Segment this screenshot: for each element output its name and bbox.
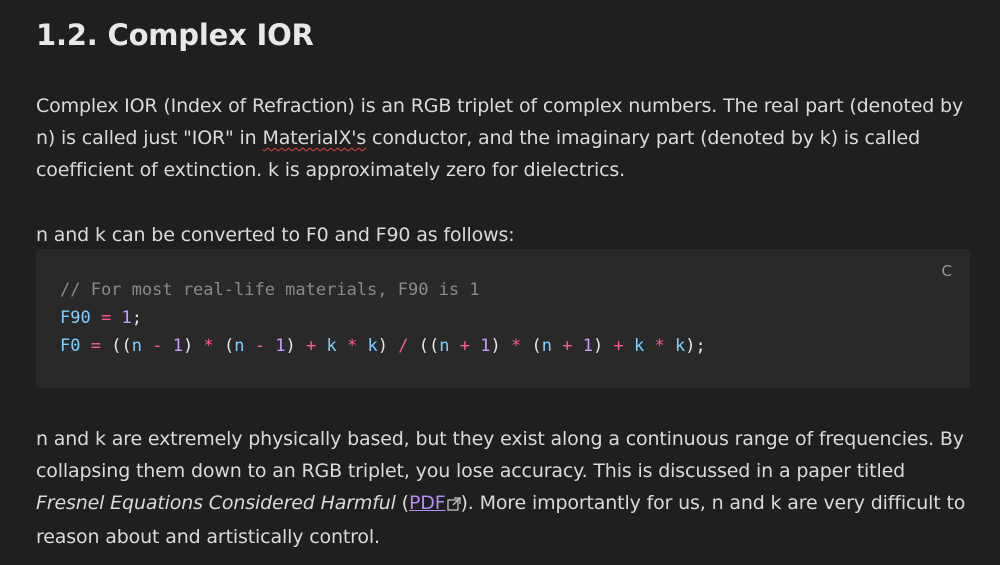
- code-block: C // For most real-life materials, F90 i…: [36, 249, 970, 388]
- code-token-k: k: [367, 336, 378, 356]
- external-link-icon[interactable]: [446, 489, 461, 521]
- code-token-paren: ): [592, 336, 604, 356]
- paragraph-intro-text-1: Complex IOR (Index of Refraction) is an …: [36, 95, 964, 149]
- code-token-times: *: [203, 336, 214, 356]
- code-token-f90: F90: [60, 308, 91, 328]
- code-content: // For most real-life materials, F90 is …: [60, 276, 706, 360]
- code-token-num: 1: [172, 336, 183, 356]
- code-token-paren: ): [182, 336, 194, 356]
- paper-title: Fresnel Equations Considered Harmful: [36, 492, 396, 514]
- code-token-paren: ): [377, 336, 388, 356]
- code-token-eq: =: [90, 336, 101, 356]
- code-comment: // For most real-life materials, F90 is …: [60, 280, 480, 300]
- code-token-n: n: [439, 336, 450, 356]
- code-token-k: k: [633, 336, 645, 356]
- code-token-eq: =: [100, 308, 112, 328]
- code-token-paren: ): [490, 336, 501, 356]
- code-token-plus: +: [562, 336, 573, 356]
- code-token-num: 1: [275, 336, 286, 356]
- paragraph-accuracy-text-2: ). More importantly for us, n and k are …: [36, 492, 966, 548]
- code-token-minus: -: [152, 336, 163, 356]
- paragraph-accuracy-text-1: n and k are extremely physically based, …: [36, 428, 964, 482]
- code-token-minus: -: [254, 336, 265, 356]
- code-token-paren: ((: [111, 336, 132, 356]
- code-token-n: n: [131, 336, 142, 356]
- pdf-link[interactable]: PDF: [408, 492, 446, 514]
- code-token-times: *: [510, 336, 522, 356]
- code-token-div: /: [398, 336, 409, 356]
- code-token-paren: (: [223, 336, 235, 356]
- code-token-close-semi: );: [685, 336, 706, 356]
- paragraph-accuracy: n and k are extremely physically based, …: [36, 423, 971, 553]
- code-token-n: n: [541, 336, 552, 356]
- code-token-paren: ): [285, 336, 296, 356]
- code-token-num: 1: [480, 336, 491, 356]
- misspelled-word: MaterialX's: [262, 127, 367, 149]
- code-token-f0: F0: [60, 336, 81, 356]
- code-token-plus: +: [459, 336, 470, 356]
- code-token-num: 1: [121, 308, 132, 328]
- code-token-k: k: [326, 336, 337, 356]
- copy-code-button[interactable]: C: [941, 262, 952, 280]
- code-token-times: *: [346, 336, 358, 356]
- code-token-plus: +: [613, 336, 624, 356]
- code-token-num: 1: [582, 336, 593, 356]
- code-token-times: *: [654, 336, 665, 356]
- paragraph-conversion: n and k can be converted to F0 and F90 a…: [36, 224, 515, 246]
- code-token-k: k: [674, 336, 686, 356]
- paragraph-intro: Complex IOR (Index of Refraction) is an …: [36, 90, 971, 186]
- code-token-semi: ;: [131, 308, 142, 328]
- code-token-paren: (: [531, 336, 542, 356]
- code-token-plus: +: [305, 336, 317, 356]
- section-heading: 1.2. Complex IOR: [36, 18, 314, 52]
- paren-open: (: [395, 492, 409, 514]
- code-token-paren: ((: [418, 336, 440, 356]
- code-token-n: n: [234, 336, 245, 356]
- paragraph-intro-text-2: conductor, and the imaginary part (denot…: [36, 127, 920, 181]
